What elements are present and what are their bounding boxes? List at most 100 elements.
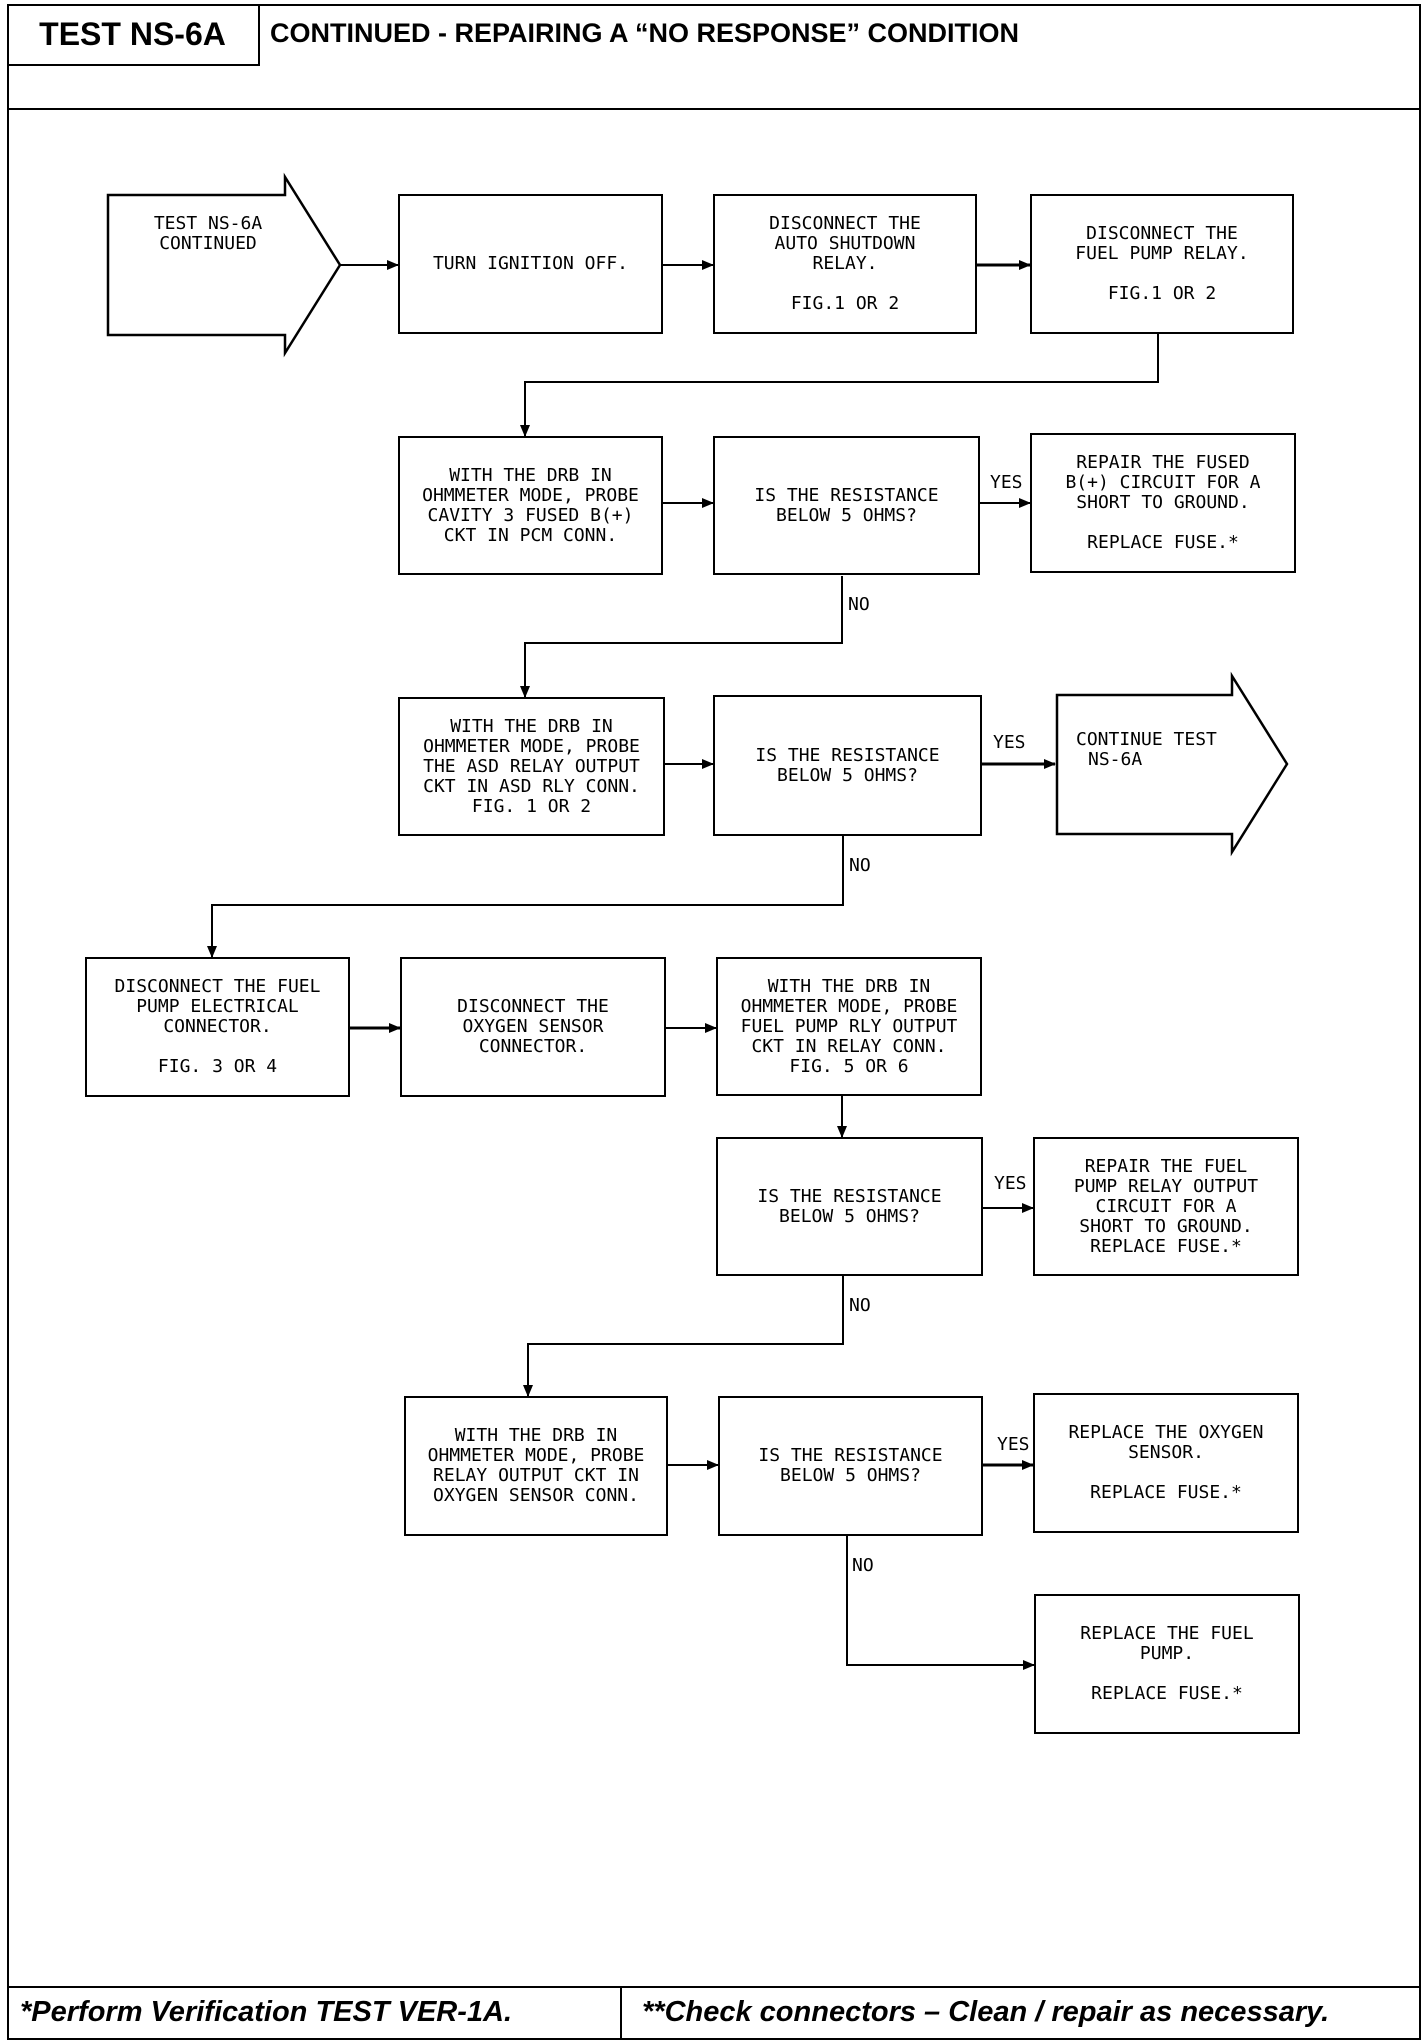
step-line: CIRCUIT FOR A	[1095, 1195, 1237, 1217]
start-arrow-shape	[106, 172, 342, 358]
step-line: SHORT TO GROUND.	[1076, 492, 1250, 513]
decision-resistance-3: IS THE RESISTANCE BELOW 5 OHMS?	[716, 1137, 983, 1276]
step-line: PUMP RELAY OUTPUT	[1073, 1175, 1259, 1197]
step-line: CKT IN PCM CONN.	[443, 524, 618, 546]
step-line: WITH THE DRB IN	[767, 975, 931, 997]
step-line: OHMMETER MODE, PROBE	[422, 484, 639, 506]
step-line: CKT IN RELAY CONN.	[751, 1035, 947, 1057]
step-line: WITH THE DRB IN	[450, 715, 613, 737]
step-fig: REPLACE FUSE.*	[1090, 1482, 1242, 1503]
step-line: CKT IN ASD RLY CONN.	[423, 775, 640, 797]
no-label: NO	[848, 594, 870, 615]
step-line: CONNECTOR.	[163, 1016, 272, 1037]
step-line: DISCONNECT THE FUEL	[114, 976, 321, 997]
step-line: REPAIR THE FUSED	[1076, 452, 1250, 473]
decision-line: IS THE RESISTANCE	[755, 744, 940, 766]
step-line: SHORT TO GROUND.	[1079, 1215, 1253, 1237]
step-line: CONNECTOR.	[478, 1036, 588, 1057]
yes-label: YES	[990, 472, 1023, 493]
page-frame	[7, 4, 1421, 2040]
decision-resistance-4: IS THE RESISTANCE BELOW 5 OHMS?	[718, 1396, 983, 1536]
decision-line: BELOW 5 OHMS?	[779, 1205, 920, 1227]
page-title: CONTINUED - REPAIRING A “NO RESPONSE” CO…	[270, 18, 1020, 48]
continue-line2: NS-6A	[1088, 749, 1143, 770]
step-disconnect-asd-relay: DISCONNECT THE AUTO SHUTDOWN RELAY. FIG.…	[713, 194, 977, 334]
step-line: OHMMETER MODE, PROBE	[423, 735, 640, 757]
footer-separator	[620, 1986, 622, 2040]
step-line: B(+) CIRCUIT FOR A	[1065, 472, 1261, 493]
no-label: NO	[849, 855, 871, 876]
footer-note-left: *Perform Verification TEST VER-1A.	[20, 1996, 513, 2028]
step-line: CAVITY 3 FUSED B(+)	[427, 504, 634, 526]
start-line2: CONTINUED	[159, 233, 257, 254]
start-line1: TEST NS-6A	[153, 213, 263, 234]
step-replace-oxygen-sensor: REPLACE THE OXYGEN SENSOR. REPLACE FUSE.…	[1033, 1393, 1299, 1533]
step-fig: REPLACE FUSE.*	[1087, 532, 1239, 553]
step-line: REPLACE FUSE.*	[1090, 1235, 1242, 1257]
step-line: THE ASD RELAY OUTPUT	[423, 755, 640, 777]
step-line: PUMP.	[1139, 1643, 1195, 1664]
step-fig: FIG. 3 OR 4	[157, 1056, 278, 1077]
continue-line1: CONTINUE TEST	[1076, 729, 1217, 750]
step-line: OXYGEN SENSOR	[462, 1016, 604, 1037]
step-line: WITH THE DRB IN	[454, 1425, 618, 1446]
connector-q2-d1	[207, 836, 844, 958]
step-line: PUMP ELECTRICAL	[136, 996, 299, 1017]
no-label: NO	[852, 1555, 874, 1576]
yes-label: YES	[997, 1434, 1030, 1455]
yes-label: YES	[993, 732, 1026, 753]
step-probe-asd-relay-output: WITH THE DRB IN OHMMETER MODE, PROBE THE…	[398, 697, 665, 836]
connector-s3-p1	[520, 333, 1159, 437]
connector-q3-p4	[523, 1276, 844, 1397]
step-probe-cavity-3: WITH THE DRB IN OHMMETER MODE, PROBE CAV…	[398, 436, 663, 575]
step-probe-oxygen-sensor-conn: WITH THE DRB IN OHMMETER MODE, PROBE REL…	[404, 1396, 668, 1536]
step-line: RELAY.	[812, 253, 878, 274]
no-label: NO	[849, 1295, 871, 1316]
footer-divider	[7, 1986, 1421, 1988]
test-id: TEST NS-6A	[7, 4, 260, 66]
decision-resistance-2: IS THE RESISTANCE BELOW 5 OHMS?	[713, 695, 982, 836]
step-repair-fused-b-plus: REPAIR THE FUSED B(+) CIRCUIT FOR A SHOR…	[1030, 433, 1296, 573]
step-line: REPLACE THE OXYGEN	[1068, 1422, 1264, 1443]
step-line: FUEL PUMP RELAY.	[1075, 243, 1249, 264]
step-line: OHMMETER MODE, PROBE	[427, 1445, 645, 1466]
decision-line: IS THE RESISTANCE	[758, 1445, 943, 1466]
step-turn-ignition-off: TURN IGNITION OFF.	[398, 194, 663, 334]
step-line: AUTO SHUTDOWN	[774, 233, 916, 254]
decision-line: BELOW 5 OHMS?	[776, 504, 917, 526]
step-repair-fuel-pump-relay-output: REPAIR THE FUEL PUMP RELAY OUTPUT CIRCUI…	[1033, 1137, 1299, 1276]
step-line: FIG. 5 OR 6	[789, 1055, 909, 1077]
step-line: SENSOR.	[1128, 1442, 1204, 1463]
decision-line: BELOW 5 OHMS?	[780, 1465, 921, 1486]
step-replace-fuel-pump: REPLACE THE FUEL PUMP. REPLACE FUSE.*	[1034, 1594, 1300, 1734]
step-line: WITH THE DRB IN	[449, 464, 612, 486]
step-fig: FIG.1 OR 2	[790, 293, 900, 314]
step-text: TURN IGNITION OFF.	[432, 253, 629, 274]
step-line: REPLACE THE FUEL	[1080, 1623, 1254, 1644]
step-line: DISCONNECT THE	[769, 213, 921, 234]
step-line: OXYGEN SENSOR CONN.	[433, 1485, 639, 1506]
step-disconnect-fuel-pump-connector: DISCONNECT THE FUEL PUMP ELECTRICAL CONN…	[85, 957, 350, 1097]
step-line: DISCONNECT THE	[1086, 223, 1238, 244]
continue-arrow-shape	[1055, 671, 1289, 857]
header-divider	[7, 108, 1421, 110]
step-fig: FIG.1 OR 2	[1107, 283, 1217, 304]
decision-line: IS THE RESISTANCE	[757, 1185, 942, 1207]
step-line: REPAIR THE FUEL	[1084, 1155, 1248, 1177]
step-line: FUEL PUMP RLY OUTPUT	[740, 1015, 958, 1037]
decision-line: BELOW 5 OHMS?	[777, 764, 918, 786]
step-line: RELAY OUTPUT CKT IN	[433, 1465, 639, 1486]
step-disconnect-fuel-pump-relay: DISCONNECT THE FUEL PUMP RELAY. FIG.1 OR…	[1030, 194, 1294, 334]
step-fig: REPLACE FUSE.*	[1091, 1683, 1243, 1704]
decision-resistance-1: IS THE RESISTANCE BELOW 5 OHMS?	[713, 436, 980, 575]
decision-line: IS THE RESISTANCE	[754, 484, 939, 506]
step-disconnect-oxygen-sensor: DISCONNECT THE OXYGEN SENSOR CONNECTOR.	[400, 957, 666, 1097]
step-line: DISCONNECT THE	[457, 996, 609, 1017]
connector-q1-p2	[520, 576, 843, 698]
step-probe-fuel-pump-relay-output: WITH THE DRB IN OHMMETER MODE, PROBE FUE…	[716, 957, 982, 1096]
step-line: FIG. 1 OR 2	[471, 795, 592, 817]
continue-test-arrow: CONTINUE TEST NS-6A	[1076, 730, 1256, 770]
step-line: OHMMETER MODE, PROBE	[740, 995, 958, 1017]
footer-note-right: **Check connectors – Clean / repair as n…	[642, 1996, 1330, 2028]
